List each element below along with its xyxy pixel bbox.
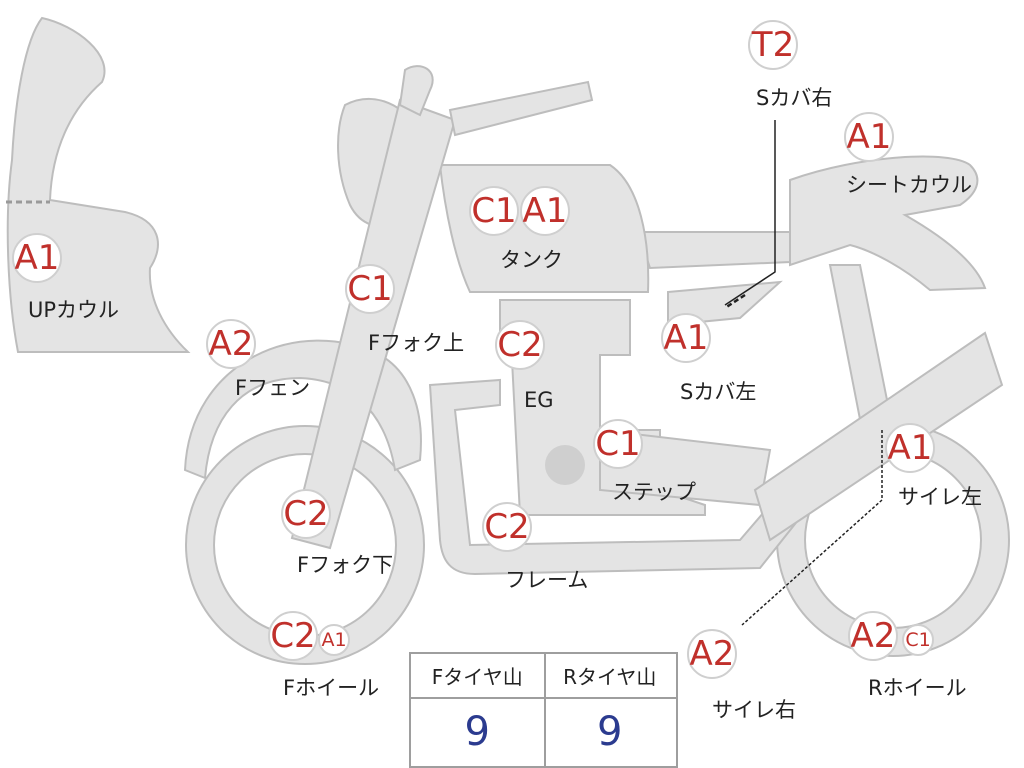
code-badge: A2 xyxy=(206,319,256,369)
f-fork-down-label: Fフォク下 xyxy=(297,553,394,577)
r-wheel-label: Rホイール xyxy=(868,676,967,700)
code-badge: C1 xyxy=(902,624,934,656)
code-badge: A1 xyxy=(520,186,570,236)
tank-label: タンク xyxy=(500,248,563,272)
code-badge: C1 xyxy=(345,264,395,314)
front-tire-header: Fタイヤ山 xyxy=(431,664,523,689)
step-label: ステップ xyxy=(612,480,696,504)
rear-tire-value: 9 xyxy=(597,709,623,755)
code-badge: A1 xyxy=(661,313,711,363)
code-badge: A2 xyxy=(687,629,737,679)
code-badge: C2 xyxy=(268,611,318,661)
code-badge: A2 xyxy=(848,611,898,661)
frame-shape xyxy=(428,378,832,576)
s-cover-r-label: Sカバ右 xyxy=(756,86,833,110)
up-cowl-label: UPカウル xyxy=(28,298,120,322)
table-divider-v xyxy=(543,654,546,766)
tire-tread-table: Fタイヤ山 Rタイヤ山 9 9 xyxy=(409,652,678,768)
code-badge: C2 xyxy=(495,320,545,370)
muffler-left-shape xyxy=(753,331,1004,542)
code-badge: C2 xyxy=(482,502,532,552)
rear-tire-header: Rタイヤ山 xyxy=(563,664,657,689)
f-fender-label: Fフェン xyxy=(235,376,311,400)
code-badge: A1 xyxy=(318,624,350,656)
code-badge: A1 xyxy=(844,112,894,162)
f-wheel-label: Fホイール xyxy=(283,676,380,700)
f-fork-up-label: Fフォク上 xyxy=(368,331,465,355)
code-badge: A1 xyxy=(12,233,62,283)
front-tire-value: 9 xyxy=(464,709,490,755)
code-badge: A1 xyxy=(885,423,935,473)
code-badge: C1 xyxy=(593,419,643,469)
front-fork-shape xyxy=(290,98,457,550)
frame-label: フレーム xyxy=(505,568,589,592)
seat-cowl-shape xyxy=(789,155,987,292)
s-cover-l-label: Sカバ左 xyxy=(680,380,757,404)
code-badge: T2 xyxy=(748,20,798,70)
code-badge: C1 xyxy=(469,186,519,236)
code-badge: C2 xyxy=(281,489,331,539)
muffler-right-label: サイレ右 xyxy=(712,698,796,722)
eg-label: EG xyxy=(524,388,554,412)
muffler-left-label: サイレ左 xyxy=(898,485,982,509)
seat-cowl-label: シートカウル xyxy=(846,173,972,197)
